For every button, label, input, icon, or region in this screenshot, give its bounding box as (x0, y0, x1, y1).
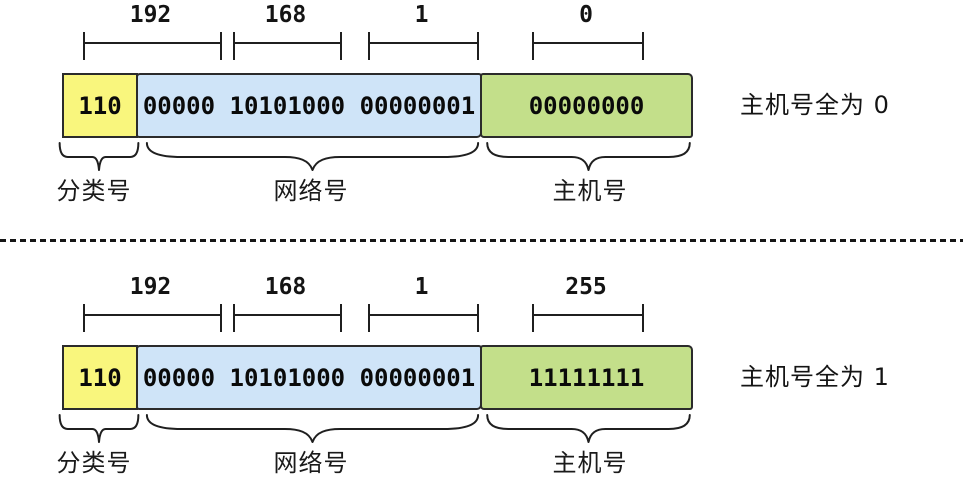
underbrace-host (483, 414, 694, 444)
network-bits-value: 00000 10101000 00000001 (142, 91, 476, 120)
measure-bracket (83, 304, 222, 332)
caption-class-number: 分类号 (56, 449, 132, 477)
octet-value-label: 168 (264, 2, 307, 28)
octet-value-label: 168 (264, 274, 307, 300)
measure-bracket (233, 32, 342, 60)
host-bits-box: 11111111 (480, 345, 693, 410)
octet-value-label: 1 (414, 274, 429, 300)
class-bits-box: 110 (62, 345, 138, 410)
diagram-host-all-zero: 192 168 1 0 110 00000 10101000 00000001 … (0, 2, 963, 217)
measure-bracket (532, 304, 644, 332)
note-host-all-one: 主机号全为 1 (740, 363, 890, 391)
caption-host-number: 主机号 (552, 177, 628, 205)
host-bits-value: 00000000 (528, 91, 645, 120)
octet-value-label: 192 (129, 274, 172, 300)
octet-value-label: 255 (565, 274, 607, 300)
caption-network-number: 网络号 (273, 449, 349, 477)
note-host-all-zero: 主机号全为 0 (740, 91, 890, 119)
caption-class-number: 分类号 (56, 177, 132, 205)
measure-bracket (532, 32, 644, 60)
underbrace-class (58, 142, 140, 172)
caption-network-number: 网络号 (273, 177, 349, 205)
measure-bracket (368, 304, 479, 332)
measure-bracket (368, 32, 479, 60)
underbrace-network (140, 142, 485, 172)
network-bits-box: 00000 10101000 00000001 (136, 345, 482, 410)
host-bits-box: 00000000 (480, 73, 693, 138)
class-bits-value: 110 (78, 91, 122, 120)
network-bits-value: 00000 10101000 00000001 (142, 363, 476, 392)
underbrace-host (483, 142, 694, 172)
dashed-divider (0, 239, 963, 242)
diagram-host-all-one: 192 168 1 255 110 00000 10101000 0000000… (0, 274, 963, 485)
octet-value-label: 0 (579, 2, 593, 28)
host-bits-value: 11111111 (528, 363, 645, 392)
underbrace-class (58, 414, 140, 444)
caption-host-number: 主机号 (552, 449, 628, 477)
underbrace-network (140, 414, 485, 444)
octet-value-label: 1 (414, 2, 429, 28)
measure-bracket (83, 32, 222, 60)
class-bits-value: 110 (78, 363, 122, 392)
measure-bracket (233, 304, 342, 332)
octet-value-label: 192 (129, 2, 172, 28)
network-bits-box: 00000 10101000 00000001 (136, 73, 482, 138)
class-bits-box: 110 (62, 73, 138, 138)
